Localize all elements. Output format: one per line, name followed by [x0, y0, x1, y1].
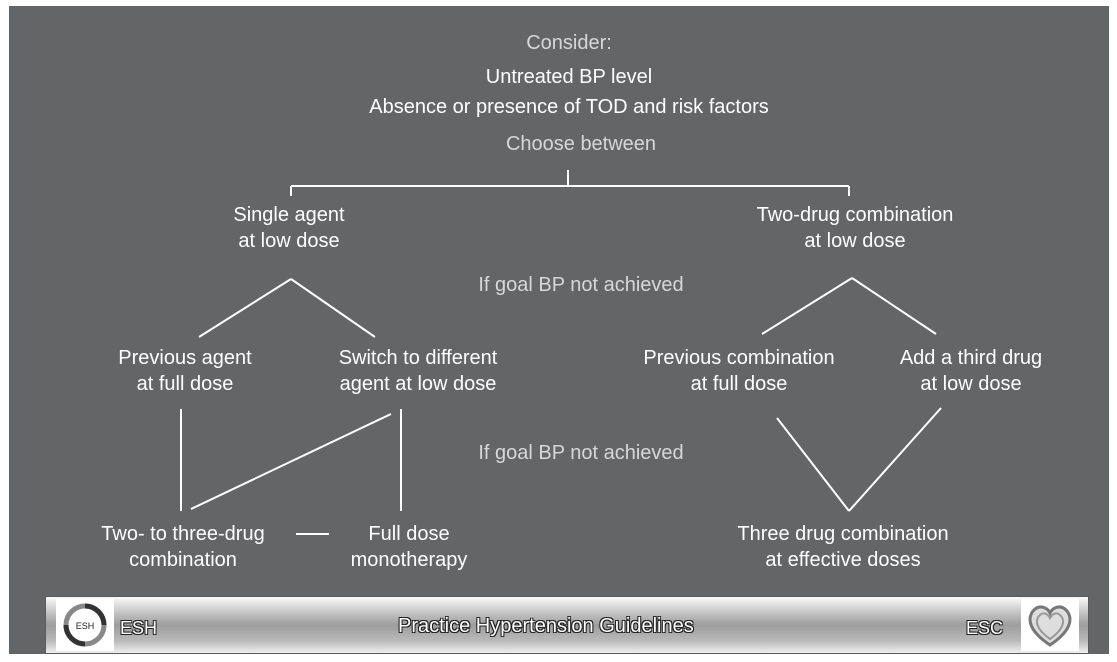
consider-heading: Consider: — [526, 32, 612, 54]
single-agent-box: Single agent at low dose — [233, 204, 345, 252]
right-split-line-a — [761, 277, 853, 335]
two-drug-combination-box: Two-drug combination at low dose — [756, 204, 954, 252]
right-converge-line-b — [848, 407, 942, 512]
previous-agent-full-dose-box: Previous agent at full dose — [118, 347, 252, 395]
add-third-drug-box: Add a third drug at low dose — [899, 347, 1043, 395]
right-split-line-b — [851, 277, 937, 335]
flowchart-slide: Consider: Untreated BP level Absence or … — [9, 6, 1109, 654]
condition-goal-not-achieved-1: If goal BP not achieved — [478, 274, 684, 296]
condition-goal-not-achieved-2: If goal BP not achieved — [478, 442, 684, 464]
left-cross-line — [190, 413, 392, 510]
consider-criteria: Untreated BP level Absence or presence o… — [369, 62, 768, 122]
esc-label: ESC — [966, 618, 1004, 638]
left-split-line-a — [198, 278, 292, 338]
choose-between-label: Choose between — [505, 133, 657, 155]
left-split-line-b — [290, 278, 376, 338]
esc-heart-icon — [1028, 605, 1072, 647]
right-converge-line-a — [776, 417, 850, 512]
esh-ring-icon: ESH — [63, 603, 107, 647]
esc-logo — [1021, 599, 1079, 651]
esh-label: ESH — [120, 618, 158, 638]
criterion-tod-risk: Absence or presence of TOD and risk fact… — [369, 96, 769, 118]
switch-agent-low-dose-box: Switch to different agent at low dose — [338, 347, 498, 395]
previous-combination-full-dose-box: Previous combination at full dose — [643, 347, 835, 395]
full-dose-monotherapy-box: Full dose monotherapy — [350, 523, 468, 571]
connector-lines — [180, 170, 942, 535]
footer-banner: ESH ESH Practice Hypertension Guidelines… — [45, 596, 1089, 654]
svg-text:ESH: ESH — [76, 621, 95, 631]
two-to-three-drug-combination-box: Two- to three-drug combination — [101, 523, 265, 571]
esh-logo: ESH — [56, 599, 114, 651]
footer-title: Practice Hypertension Guidelines — [398, 615, 694, 637]
three-drug-combination-box: Three drug combination at effective dose… — [737, 523, 949, 571]
criterion-bp-level: Untreated BP level — [485, 66, 653, 88]
